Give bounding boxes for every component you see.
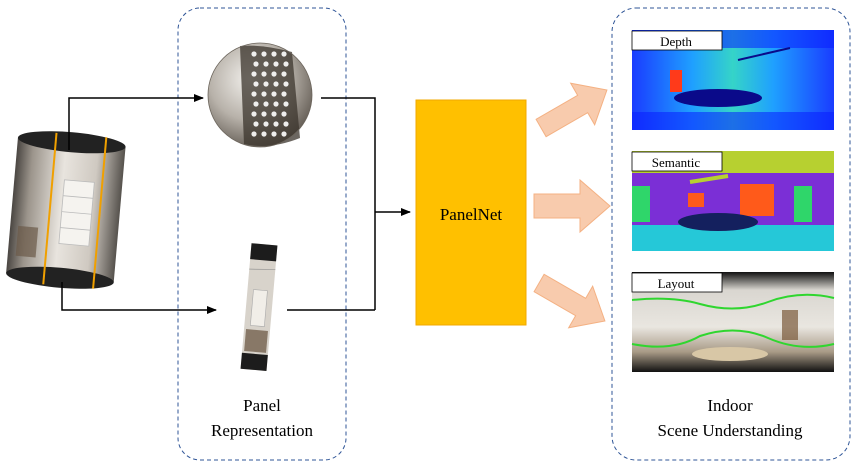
sphere-dot (261, 91, 267, 97)
sphere-dot (251, 71, 257, 77)
sphere-dot (251, 51, 257, 57)
panel-caption-line1: Panel (243, 396, 281, 415)
sphere-dot (271, 131, 277, 137)
arrow-to-semantic (533, 178, 611, 234)
sphere-dot (281, 111, 287, 117)
layout-label: Layout (658, 276, 695, 291)
sphere-dot (281, 51, 287, 57)
sphere-dot (261, 111, 267, 117)
sphere-dot (283, 101, 289, 107)
sphere-dot (263, 81, 269, 87)
sphere-dot (283, 61, 289, 67)
sphere-dot (273, 81, 279, 87)
scene-understanding-group (611, 7, 851, 461)
arrow-to-sphere (68, 94, 204, 150)
panelnet-block (415, 99, 527, 326)
sphere-dot (261, 131, 267, 137)
connector-sphere-merge (321, 97, 376, 310)
output-caption-line1: Indoor (707, 396, 753, 415)
sphere-dot (251, 131, 257, 137)
input-cylinder-panorama (6, 131, 126, 289)
semantic-output-image (632, 151, 834, 251)
sphere-dot (281, 131, 287, 137)
sphere-dot (253, 101, 259, 107)
arrow-to-depth (535, 82, 608, 138)
vertical-panel-strip (240, 243, 278, 371)
depth-label: Depth (660, 34, 692, 49)
panel-caption-line2: Representation (211, 421, 313, 440)
sphere-dot (273, 61, 279, 67)
output-caption-line2: Scene Understanding (658, 421, 803, 440)
sphere-dot (251, 91, 257, 97)
sphere-dot (283, 81, 289, 87)
sphere-dot (271, 91, 277, 97)
sphere-dot (253, 121, 259, 127)
sphere-dot (263, 121, 269, 127)
sphere-dot (263, 101, 269, 107)
sphere-panel-projection (207, 42, 313, 148)
sphere-dot (261, 71, 267, 77)
arrow-to-panel-strip (61, 282, 217, 314)
sphere-dot (281, 91, 287, 97)
sphere-dot (271, 51, 277, 57)
sphere-dot (251, 111, 257, 117)
sphere-grid-dots (251, 51, 289, 137)
sphere-dot (263, 61, 269, 67)
sphere-dot (273, 101, 279, 107)
sphere-dot (271, 71, 277, 77)
sphere-dot (253, 61, 259, 67)
sphere-dot (281, 71, 287, 77)
semantic-label: Semantic (652, 155, 701, 170)
sphere-dot (261, 51, 267, 57)
sphere-dot (253, 81, 259, 87)
sphere-dot (271, 111, 277, 117)
arrow-to-layout (533, 273, 606, 329)
sphere-dot (283, 121, 289, 127)
sphere-dot (273, 121, 279, 127)
panelnet-label: PanelNet (440, 205, 503, 224)
